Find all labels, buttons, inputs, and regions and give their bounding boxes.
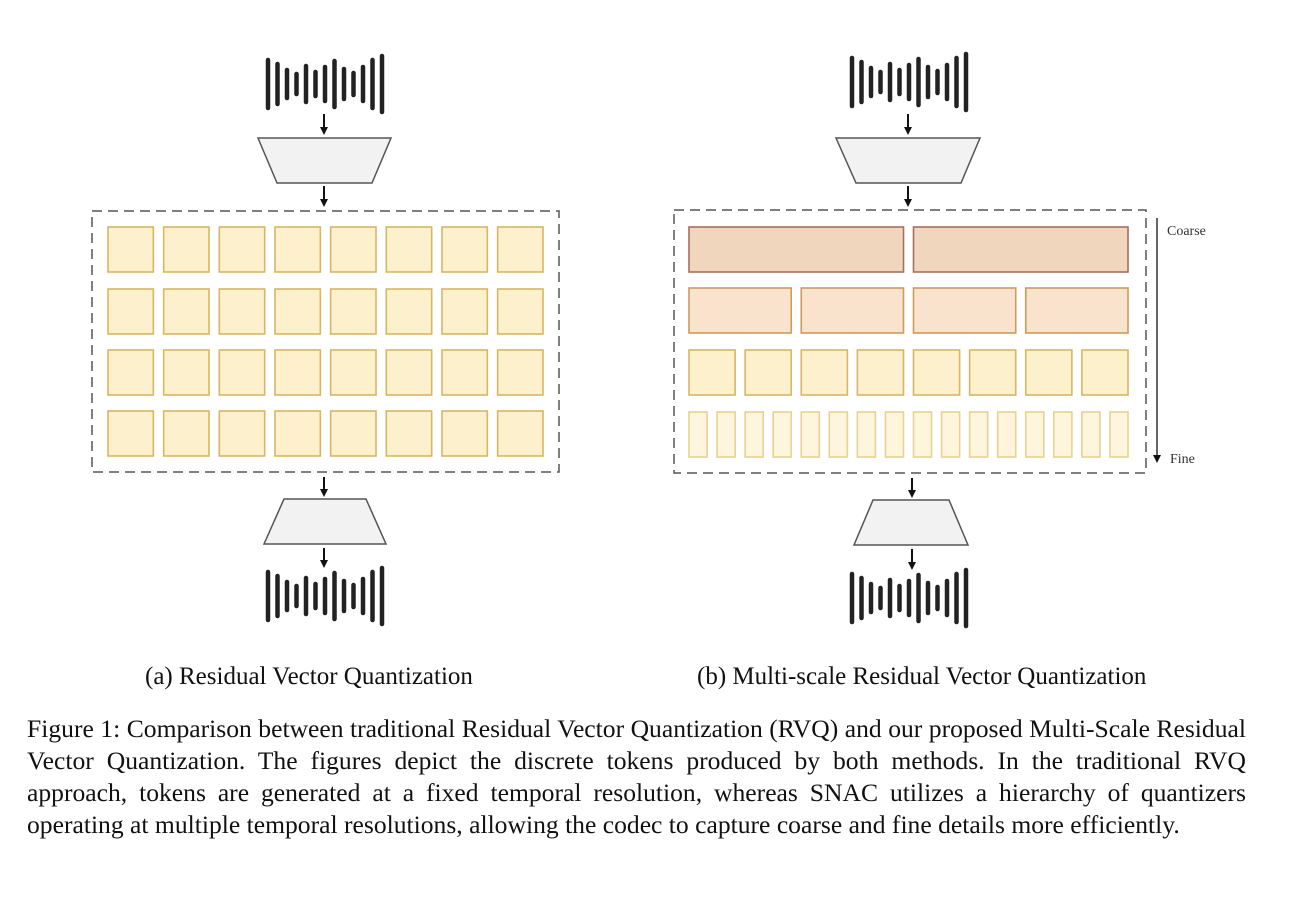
token-cell: [162, 288, 210, 335]
figure-caption: Figure 1: Comparison between traditional…: [27, 713, 1246, 841]
token-cell: [496, 349, 544, 396]
token-cell: [162, 410, 210, 457]
panel-b: Coarse Fine: [673, 51, 1206, 629]
token-cell: [828, 411, 849, 458]
decoder-trapezoid: [262, 498, 388, 545]
subcaption-a: (a) Residual Vector Quantization: [145, 663, 473, 690]
token-cell: [912, 287, 1017, 334]
token-cell: [274, 349, 322, 396]
token-cell: [385, 349, 433, 396]
input-waveform-icon: [265, 53, 385, 115]
token-cell: [772, 411, 793, 458]
token-cell: [441, 226, 489, 273]
token-grid: [107, 226, 544, 457]
token-cell: [800, 287, 905, 334]
token-cell: [441, 288, 489, 335]
token-cell: [218, 349, 266, 396]
token-cell: [688, 349, 736, 396]
token-cell: [716, 411, 736, 458]
token-cell: [107, 349, 155, 396]
token-cell: [688, 411, 708, 458]
token-cell: [385, 410, 433, 457]
token-cell: [329, 349, 377, 396]
token-cell: [1024, 411, 1045, 458]
token-cell: [329, 410, 377, 457]
output-waveform-icon: [849, 567, 969, 629]
token-cell: [940, 411, 961, 458]
token-cell: [274, 226, 322, 273]
token-cell: [107, 288, 155, 335]
token-cell: [1053, 411, 1073, 458]
token-cell: [107, 410, 155, 457]
token-cell: [968, 411, 989, 458]
token-cell: [218, 288, 266, 335]
token-cell: [107, 226, 155, 273]
token-cell: [1024, 287, 1129, 334]
token-cell: [856, 349, 905, 396]
token-cell: [912, 226, 1129, 273]
fine-label: Fine: [1170, 452, 1195, 467]
figure-diagram: Coarse Fine: [91, 51, 1206, 629]
encoder-trapezoid: [834, 137, 982, 184]
token-cell: [1081, 349, 1129, 396]
token-cell: [968, 349, 1017, 396]
token-cell: [162, 226, 210, 273]
token-cell: [744, 411, 764, 458]
token-cell: [1024, 349, 1073, 396]
token-cell: [329, 288, 377, 335]
output-waveform-icon: [265, 565, 385, 627]
decoder-trapezoid: [852, 499, 970, 546]
token-cell: [912, 349, 961, 396]
caption-text: Comparison between traditional Residual …: [27, 714, 1246, 839]
panel-a: [91, 53, 560, 627]
token-cell: [496, 288, 544, 335]
token-cell: [1109, 411, 1129, 458]
token-cell: [800, 349, 849, 396]
subcaption-b: (b) Multi-scale Residual Vector Quantiza…: [697, 663, 1147, 690]
token-cell: [496, 410, 544, 457]
input-waveform-icon: [849, 51, 969, 113]
token-cell: [329, 226, 377, 273]
token-cell: [496, 226, 544, 273]
token-cell: [162, 349, 210, 396]
multiscale-token-grid: [688, 226, 1129, 458]
token-cell: [218, 410, 266, 457]
token-cell: [800, 411, 821, 458]
token-cell: [385, 226, 433, 273]
token-cell: [912, 411, 933, 458]
token-cell: [996, 411, 1017, 458]
encoder-trapezoid: [256, 137, 393, 184]
token-cell: [274, 288, 322, 335]
caption-label: Figure 1:: [27, 714, 121, 743]
token-container: [91, 210, 560, 473]
token-cell: [688, 287, 793, 334]
token-cell: [744, 349, 793, 396]
token-cell: [441, 410, 489, 457]
token-cell: [441, 349, 489, 396]
token-cell: [884, 411, 905, 458]
token-cell: [274, 410, 322, 457]
token-cell: [856, 411, 877, 458]
coarse-label: Coarse: [1167, 224, 1206, 239]
token-cell: [1081, 411, 1101, 458]
token-cell: [218, 226, 266, 273]
token-cell: [385, 288, 433, 335]
token-cell: [688, 226, 905, 273]
